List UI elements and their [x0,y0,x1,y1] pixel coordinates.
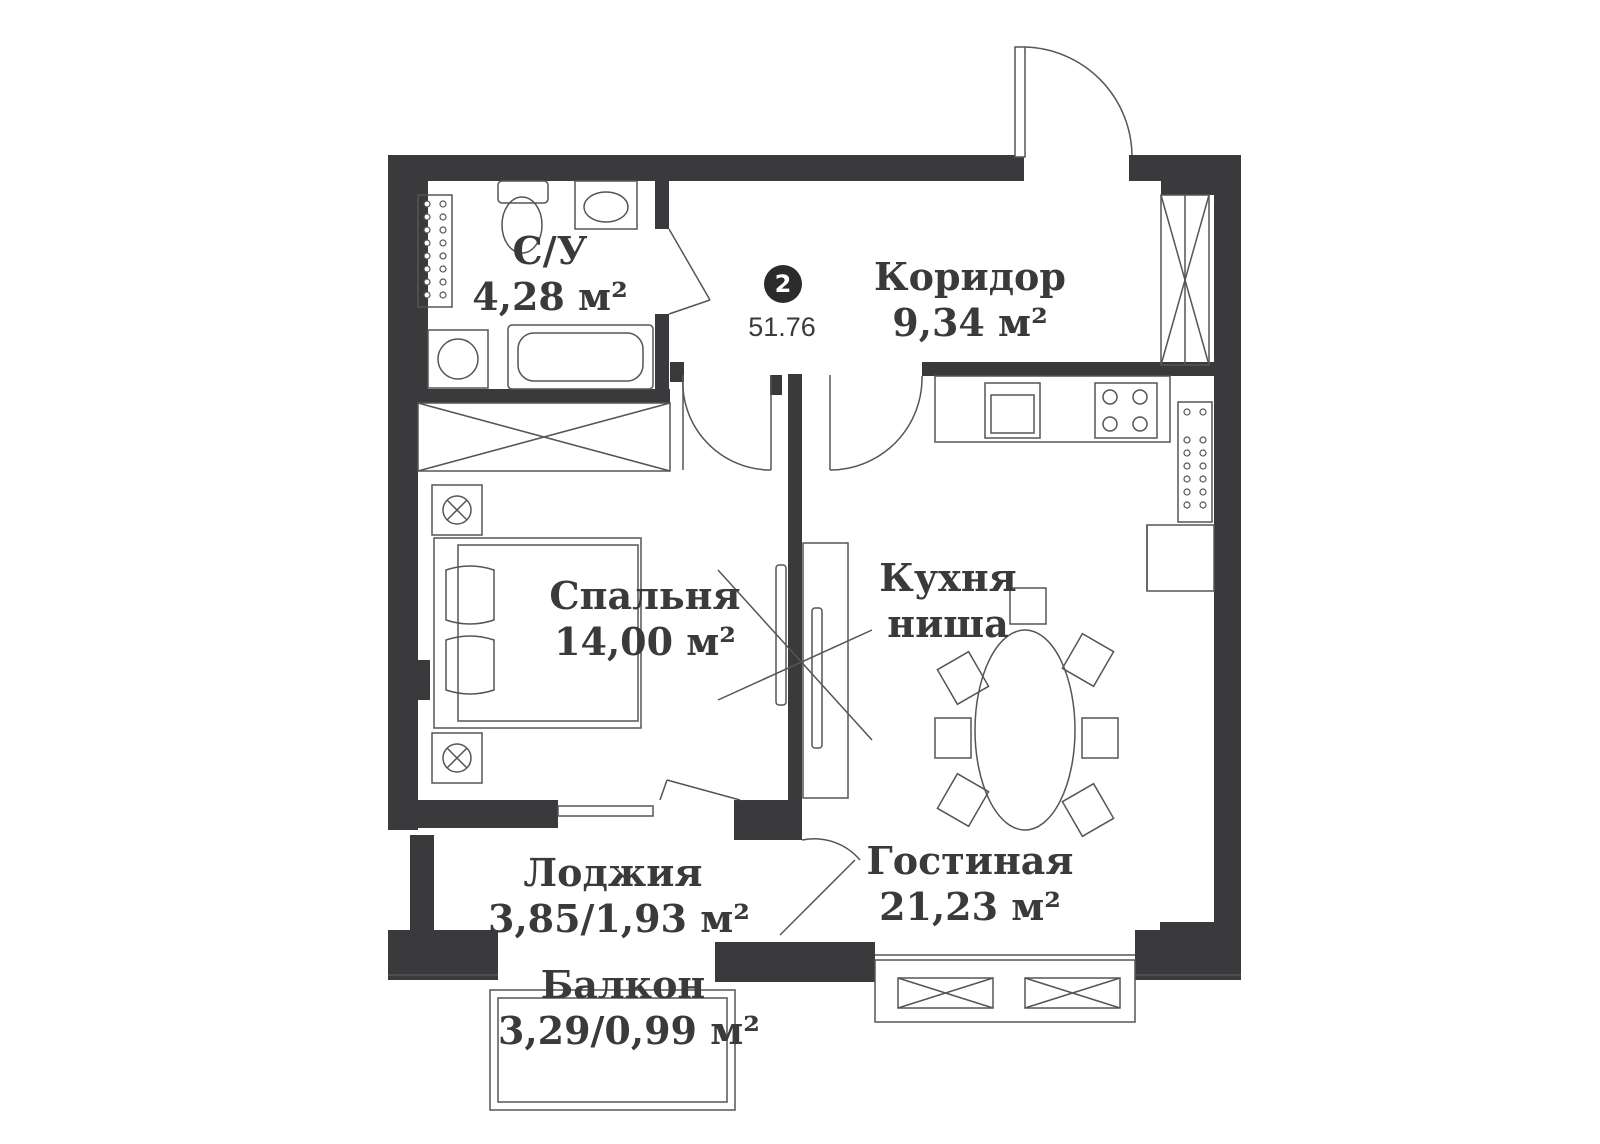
room-balcony-name: Балкон [540,962,706,1007]
room-bedroom: Спальня 14,00 м² [540,573,750,666]
kitchen-fixtures [934,375,1215,592]
unit-total-area: 51.76 [748,312,816,342]
dining-set [934,587,1119,838]
room-bathroom-area: 4,28 м² [472,274,628,320]
room-corridor-area: 9,34 м² [892,300,1048,346]
room-kitchen-niche-line2: ниша [887,601,1009,647]
room-loggia-name: Лоджия [523,850,703,895]
room-balcony-area: 3,29/0,99 м² [498,1008,760,1054]
room-kitchen-niche: Кухня ниша [868,555,1028,648]
room-living-area: 21,23 м² [879,884,1061,930]
bedroom-furniture [431,484,823,784]
room-corridor: Коридор 9,34 м² [870,254,1070,347]
radiator-kitchen [1183,408,1207,509]
room-kitchen-niche-line1: Кухня [879,555,1017,600]
walls [388,155,1241,982]
room-living-name: Гостиная [866,838,1074,883]
unit-number-badge: 2 [764,265,802,303]
room-loggia: Лоджия 3,85/1,93 м² [488,850,750,943]
room-bathroom: С/У 4,28 м² [470,228,630,321]
room-bedroom-name: Спальня [549,573,741,618]
bathroom-fixtures [417,180,654,390]
thin-lines [388,46,1241,1111]
room-balcony: Балкон 3,29/0,99 м² [498,962,760,1055]
room-corridor-name: Коридор [874,254,1066,299]
room-bedroom-area: 14,00 м² [554,619,736,665]
radiator-bathroom [423,200,447,299]
room-bathroom-name: С/У [512,228,588,273]
room-living: Гостиная 21,23 м² [850,838,1090,931]
room-loggia-area: 3,85/1,93 м² [488,896,750,942]
